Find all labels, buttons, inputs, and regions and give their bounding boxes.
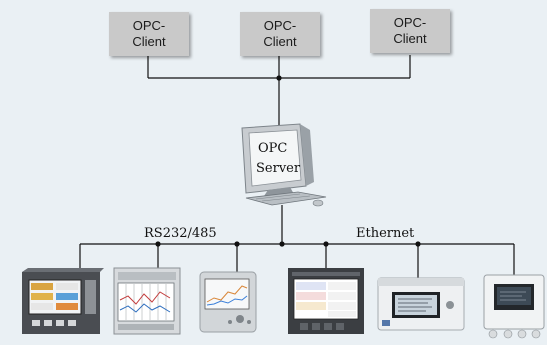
device-multi-channel-recorder: [113, 267, 181, 335]
device-field-housing-unit: [483, 274, 545, 339]
client-2-line1: OPC-: [263, 18, 297, 33]
opc-client-box-1: OPC- Client: [109, 12, 189, 56]
junction-server: [279, 241, 285, 247]
device-paperless-recorder-color: [22, 268, 104, 334]
opc-client-box-3: OPC- Client: [370, 9, 450, 53]
junction-5: [415, 241, 421, 247]
device-din-rail-data-manager: [377, 277, 465, 331]
server-label-line1: OPC: [258, 141, 287, 156]
junction-4: [323, 241, 329, 247]
serial-bus-label: RS232/485: [144, 226, 217, 241]
client-2-line2: Client: [263, 34, 297, 49]
junction-3: [234, 241, 240, 247]
client-1-line2: Client: [132, 34, 166, 49]
opc-server-computer: OPC Server: [241, 123, 327, 207]
junction-2: [155, 241, 161, 247]
client-3-line1: OPC-: [393, 15, 427, 30]
opc-client-box-2: OPC- Client: [240, 12, 320, 56]
client-3-line2: Client: [393, 31, 427, 46]
client-1-line1: OPC-: [132, 18, 166, 33]
ethernet-bus-label: Ethernet: [356, 226, 415, 241]
device-panel-display-unit: [288, 268, 364, 334]
junction-top: [276, 75, 282, 81]
server-label-line2: Server: [256, 161, 301, 176]
device-compact-graphic-recorder: [199, 271, 257, 333]
